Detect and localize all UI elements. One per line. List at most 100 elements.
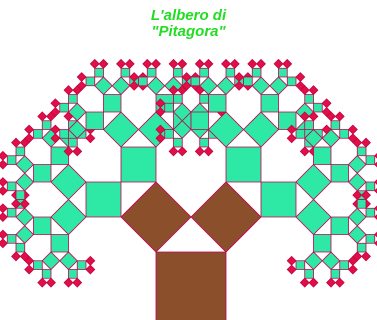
tip-square	[195, 60, 204, 69]
tip-square	[0, 151, 7, 160]
leaf-square	[86, 182, 121, 217]
tip-square	[300, 278, 309, 287]
leaf-square	[104, 95, 122, 113]
tip-square	[0, 186, 7, 195]
tip-square	[117, 60, 126, 69]
leaf-square	[7, 182, 16, 191]
leaf-square	[69, 270, 78, 279]
leaf-square	[209, 112, 244, 147]
tip-square	[90, 60, 99, 69]
leaf-square	[331, 165, 349, 183]
tip-square	[86, 256, 95, 265]
tip-square	[51, 99, 60, 108]
leaf-square	[60, 252, 78, 270]
tip-square	[64, 278, 73, 287]
leaf-square	[357, 147, 366, 156]
tip-square	[0, 204, 7, 213]
leaf-square	[314, 103, 323, 112]
leaf-square	[226, 68, 235, 77]
tip-square	[362, 252, 371, 261]
leaf-square	[174, 68, 183, 77]
tip-square	[300, 147, 309, 156]
leaf-square	[139, 77, 148, 86]
leaf-square	[340, 130, 349, 139]
leaf-square	[200, 68, 209, 77]
tip-square	[178, 60, 187, 69]
tip-square	[287, 265, 296, 274]
tip-square	[204, 60, 213, 69]
leaf-square	[16, 156, 34, 174]
leaf-square	[305, 270, 314, 279]
leaf-square	[305, 252, 323, 270]
leaf-square	[16, 173, 34, 191]
leaf-square	[349, 208, 367, 226]
leaf-square	[16, 208, 34, 226]
leaf-square	[244, 77, 253, 86]
tip-square	[178, 147, 187, 156]
leaf-square	[357, 200, 366, 209]
leaf-square	[16, 243, 25, 252]
leaf-square	[60, 130, 69, 139]
leaf-square	[121, 147, 156, 182]
trunk-square	[156, 252, 226, 320]
tip-square	[38, 112, 47, 121]
leaf-square	[296, 261, 305, 270]
leaf-square	[366, 208, 375, 217]
leaf-square	[34, 165, 52, 183]
leaf-square	[147, 68, 156, 77]
tip-square	[0, 230, 7, 239]
tip-square	[287, 256, 296, 265]
leaf-square	[296, 130, 305, 139]
tip-square	[362, 138, 371, 147]
leaf-square	[357, 243, 366, 252]
tip-square	[0, 213, 7, 222]
tip-square	[274, 60, 283, 69]
tip-square	[230, 60, 239, 69]
tip-square	[283, 60, 292, 69]
leaf-square	[296, 165, 331, 200]
leaf-square	[349, 226, 367, 244]
leaf-square	[95, 68, 104, 77]
tip-square	[0, 160, 7, 169]
leaf-square	[69, 95, 78, 104]
leaf-square	[7, 156, 16, 165]
leaf-square	[34, 217, 52, 235]
leaf-square	[34, 261, 43, 270]
leaf-square	[51, 200, 86, 235]
tip-square	[73, 147, 82, 156]
leaf-square	[147, 77, 165, 95]
tip-square	[77, 73, 86, 82]
tip-square	[335, 278, 344, 287]
leaf-square	[322, 252, 340, 270]
leaf-square	[261, 182, 296, 217]
leaf-square	[34, 130, 43, 139]
tip-square	[12, 252, 21, 261]
leaf-square	[42, 252, 60, 270]
tip-square	[143, 60, 152, 69]
leaf-square	[305, 95, 314, 104]
leaf-square	[296, 200, 331, 235]
tip-square	[287, 134, 296, 143]
trunk-square	[191, 182, 261, 252]
leaf-square	[16, 147, 25, 156]
tip-square	[309, 278, 318, 287]
tip-square	[38, 278, 47, 287]
tip-square	[47, 278, 56, 287]
leaf-square	[7, 235, 16, 244]
leaf-square	[209, 95, 227, 113]
leaf-square	[165, 130, 174, 139]
leaf-square	[16, 226, 34, 244]
leaf-square	[51, 165, 86, 200]
tip-square	[335, 112, 344, 121]
leaf-square	[112, 77, 130, 95]
leaf-square	[200, 138, 209, 147]
tip-square	[125, 60, 134, 69]
tip-square	[64, 86, 73, 95]
tip-square	[257, 60, 266, 69]
leaf-square	[314, 235, 332, 253]
leaf-square	[270, 77, 288, 95]
leaf-square	[174, 138, 183, 147]
tip-square	[86, 265, 95, 274]
tip-square	[222, 60, 231, 69]
